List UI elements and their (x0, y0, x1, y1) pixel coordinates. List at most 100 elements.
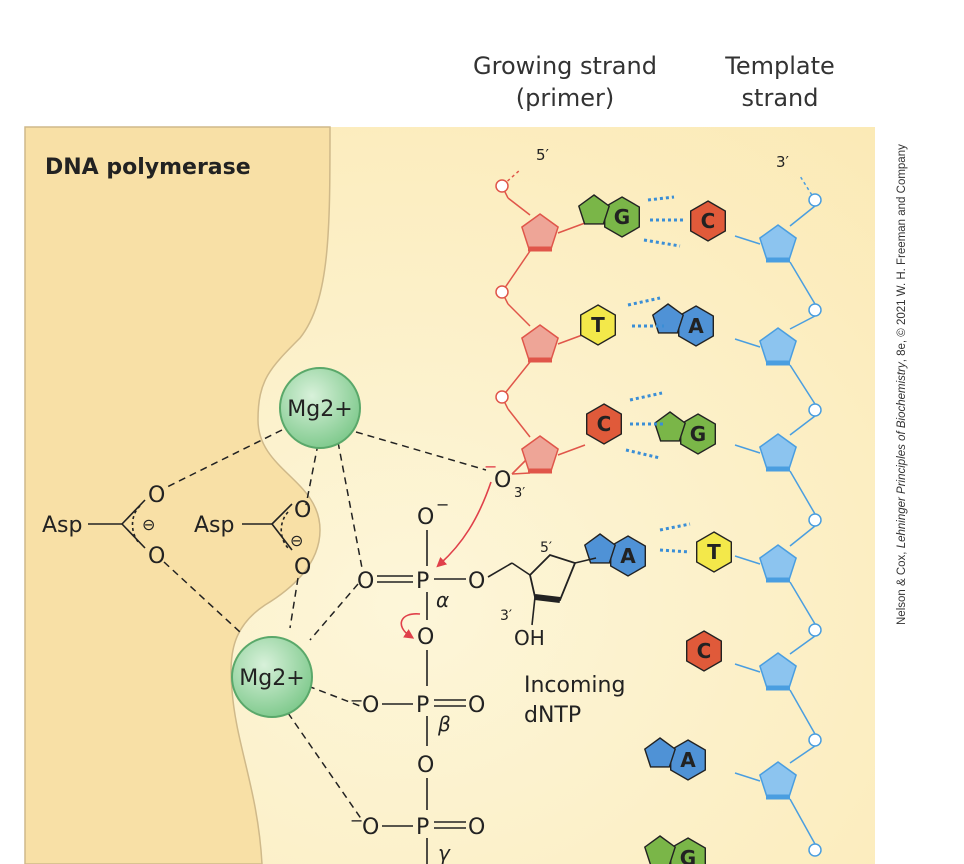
svg-text:P: P (416, 693, 429, 718)
incoming-sugar: 5′ 3′ OH (500, 540, 577, 650)
template-sugar (759, 652, 797, 691)
template-base-G: G (643, 835, 706, 864)
base-ring (696, 531, 732, 573)
primer-phosphate (495, 285, 509, 299)
template-base-T: T (696, 531, 732, 573)
mg-ion-label: Mg2+ (287, 397, 352, 422)
template-phosphate (808, 623, 822, 637)
primer-backbone (501, 250, 531, 293)
svg-text:O: O (357, 569, 374, 594)
svg-text:O: O (148, 544, 165, 569)
asp-label: Asp (194, 513, 234, 538)
template-3-end (799, 175, 816, 201)
template-glycosidic-bond (734, 772, 761, 782)
template-phosphate (808, 733, 822, 747)
primer-backbone (511, 472, 531, 475)
svg-text:P: P (416, 815, 429, 840)
asp-residue-left: Asp O O ⊖ (42, 483, 165, 569)
template-strand-title: Template (725, 52, 835, 80)
primer-3-label: 3′ (514, 486, 525, 501)
svg-text:O: O (417, 505, 434, 530)
primer-backbone (501, 361, 531, 398)
base-ring (690, 200, 726, 242)
base-ring (577, 194, 611, 225)
primer-backbone (507, 197, 531, 216)
base-letter: G (614, 205, 630, 229)
incoming-dntp-label-line2: dNTP (524, 703, 581, 728)
template-glycosidic-bond (734, 338, 761, 348)
svg-text:P: P (416, 569, 429, 594)
base-letter: G (690, 422, 706, 446)
primer-sugar (521, 213, 559, 252)
template-backbone (789, 581, 816, 625)
primer-backbone (507, 408, 531, 438)
base-letter: C (697, 639, 712, 663)
base-letter: A (620, 544, 636, 568)
primer-phosphate (495, 390, 509, 404)
primer-sugar (521, 435, 559, 474)
base-ring (653, 411, 687, 442)
base-letter: C (701, 209, 716, 233)
template-phosphate (808, 843, 822, 857)
template-backbone (789, 745, 816, 764)
base-ring (651, 303, 685, 334)
growing-strand-subtitle: (primer) (515, 84, 615, 112)
primer-base-G: G (577, 194, 640, 238)
incoming-dntp-label-line1: Incoming (524, 673, 625, 698)
svg-text:O: O (294, 555, 311, 580)
template-sugar (759, 327, 797, 366)
template-phosphate (808, 403, 822, 417)
beta-label: β (437, 712, 451, 736)
hydrogen-bond (643, 238, 681, 248)
template-backbone (789, 470, 816, 515)
template-backbone (789, 525, 816, 547)
growing-strand-header: Growing strand (primer) (450, 50, 680, 114)
template-glycosidic-bond (734, 663, 761, 673)
template-backbone (789, 315, 816, 330)
template-sugar (759, 224, 797, 263)
template-base-G: G (653, 411, 716, 455)
sugar-5-label: 5′ (540, 540, 552, 556)
primer-5-label: 5′ (536, 146, 550, 164)
primer-backbone (507, 303, 531, 327)
svg-text:O: O (294, 498, 311, 523)
coordination-bonds (163, 429, 487, 821)
svg-text:O: O (468, 693, 485, 718)
mg-ion-lower: Mg2+ (231, 636, 313, 718)
growing-strand-title: Growing strand (473, 52, 657, 80)
template-3-label: 3′ (776, 153, 790, 171)
base-ring (686, 630, 722, 672)
template-backbone (789, 205, 816, 227)
template-sugar (759, 544, 797, 583)
template-backbone (789, 798, 816, 845)
template-backbone (789, 689, 816, 735)
svg-text:O: O (417, 625, 434, 650)
svg-text:O: O (468, 815, 485, 840)
mg-ion-upper: Mg2+ (279, 367, 361, 449)
triphosphate-chain: O − O P O α O − O P O β O − O P O γ (350, 495, 513, 864)
svg-text:O: O (417, 753, 434, 778)
polymerase-enzyme-surface (24, 126, 331, 864)
base-ring (586, 403, 622, 445)
primer-5-end (502, 169, 521, 186)
template-strand-subtitle: strand (741, 84, 819, 112)
asp-residue-right: Asp O O ⊖ (194, 498, 311, 580)
incoming-glycosidic-bond (574, 557, 597, 564)
svg-text:O: O (362, 693, 379, 718)
hydrogen-bond (659, 548, 691, 554)
primer-glycosidic-bond (557, 444, 586, 456)
alpha-label: α (436, 588, 449, 612)
base-letter: A (680, 748, 696, 772)
base-ring (643, 737, 677, 768)
template-strand-header: Template strand (700, 50, 860, 114)
template-backbone (789, 364, 816, 405)
template-base-A: A (643, 737, 706, 781)
svg-text:⊖: ⊖ (290, 531, 303, 550)
template-backbone (789, 635, 816, 655)
template-base-C: C (690, 200, 726, 242)
template-phosphate (808, 303, 822, 317)
hydrogen-bond (659, 522, 691, 532)
copyright-credit: Nelson & Cox, Lehninger Principles of Bi… (896, 144, 908, 625)
asp-label: Asp (42, 513, 82, 538)
